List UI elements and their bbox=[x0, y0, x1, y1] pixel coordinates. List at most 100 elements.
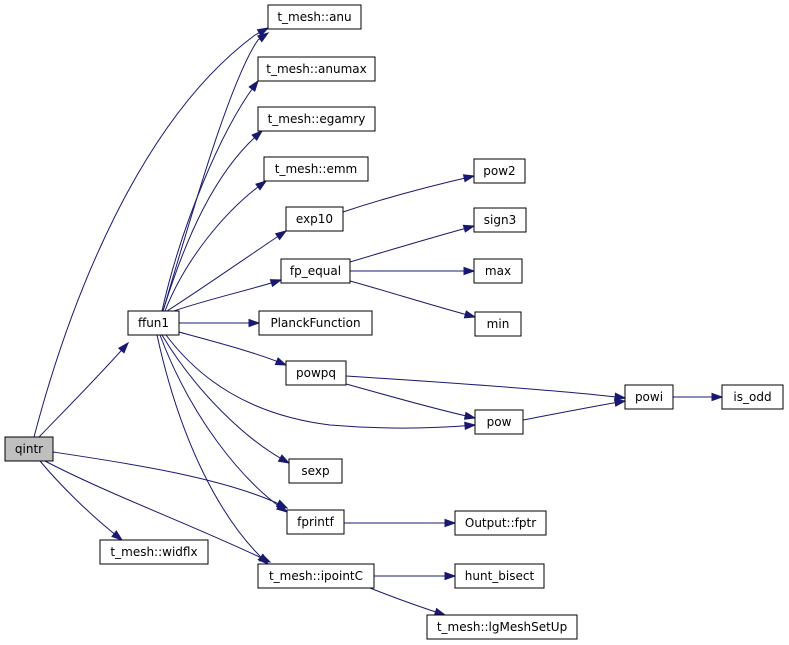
node-sign3[interactable]: sign3 bbox=[473, 207, 527, 233]
node-anumax[interactable]: t_mesh::anumax bbox=[257, 56, 376, 82]
node-lgmeshsetup[interactable]: t_mesh::lgMeshSetUp bbox=[426, 614, 578, 640]
node-box[interactable] bbox=[99, 539, 209, 565]
arrowhead bbox=[248, 79, 259, 92]
edge-line bbox=[156, 334, 269, 565]
node-fprintf[interactable]: fprintf bbox=[286, 509, 345, 535]
arrowhead bbox=[111, 530, 124, 541]
node-box[interactable] bbox=[257, 106, 376, 132]
edge-line bbox=[33, 27, 269, 438]
node-hunt-bisect[interactable]: hunt_bisect bbox=[454, 563, 545, 589]
edge-line bbox=[161, 334, 290, 464]
node-box[interactable] bbox=[285, 360, 347, 386]
node-label: pow2 bbox=[483, 164, 515, 178]
node-ipointc[interactable]: t_mesh::ipointC bbox=[257, 563, 375, 589]
edge-line bbox=[178, 331, 287, 366]
node-planck[interactable]: PlanckFunction bbox=[258, 310, 373, 336]
edge-fp_equal-to-sign3 bbox=[349, 224, 476, 263]
node-label: exp10 bbox=[296, 212, 333, 226]
node-label: t_mesh::lgMeshSetUp bbox=[437, 620, 567, 634]
node-box[interactable] bbox=[267, 4, 362, 30]
node-label: powpq bbox=[296, 366, 336, 380]
edges-layer bbox=[33, 27, 724, 616]
edge-ffun1-to-anu bbox=[162, 32, 270, 312]
node-box[interactable] bbox=[474, 311, 522, 337]
arrowhead bbox=[257, 553, 270, 566]
arrowhead bbox=[462, 224, 476, 233]
node-ffun1[interactable]: ffun1 bbox=[127, 310, 180, 336]
node-fptr[interactable]: Output::fptr bbox=[454, 510, 547, 536]
node-qintr[interactable]: qintr bbox=[4, 436, 54, 462]
node-widflx[interactable]: t_mesh::widflx bbox=[99, 539, 209, 565]
edge-powi-to-is_odd bbox=[673, 392, 724, 402]
node-fp-equal[interactable]: fp_equal bbox=[280, 258, 351, 284]
node-box[interactable] bbox=[473, 207, 527, 233]
node-pow2[interactable]: pow2 bbox=[473, 158, 526, 184]
nodes-layer: qintr ffun1 t_mesh::anut_mesh::anumaxt_mes… bbox=[4, 4, 784, 640]
node-box[interactable] bbox=[473, 158, 526, 184]
node-box[interactable] bbox=[258, 310, 373, 336]
edge-line bbox=[162, 130, 263, 312]
node-label: Output::fptr bbox=[465, 516, 536, 530]
node-box[interactable] bbox=[624, 384, 674, 410]
node-pow[interactable]: pow bbox=[474, 409, 524, 435]
node-box[interactable] bbox=[474, 409, 524, 435]
node-label: min bbox=[487, 317, 510, 331]
node-box[interactable] bbox=[257, 56, 376, 82]
arrowhead bbox=[274, 230, 288, 241]
node-box[interactable] bbox=[257, 563, 375, 589]
edge-ffun1-to-ipointC bbox=[156, 334, 270, 566]
edge-line bbox=[369, 587, 446, 616]
node-emm[interactable]: t_mesh::emm bbox=[263, 156, 369, 182]
arrowhead bbox=[462, 174, 476, 183]
node-box[interactable] bbox=[4, 436, 54, 462]
arrowhead bbox=[463, 310, 477, 319]
node-exp10[interactable]: exp10 bbox=[285, 206, 344, 232]
node-box[interactable] bbox=[473, 258, 523, 284]
node-label: max bbox=[485, 264, 511, 278]
node-max[interactable]: max bbox=[473, 258, 523, 284]
node-box[interactable] bbox=[263, 156, 369, 182]
node-label: sign3 bbox=[484, 213, 516, 227]
node-box[interactable] bbox=[454, 510, 547, 536]
edge-line bbox=[349, 225, 475, 263]
node-anu[interactable]: t_mesh::anu bbox=[267, 4, 362, 30]
arrowhead bbox=[251, 130, 264, 142]
node-box[interactable] bbox=[285, 206, 344, 232]
edge-fp_equal-to-max bbox=[350, 266, 476, 276]
node-label: sexp bbox=[301, 464, 329, 478]
arrowhead bbox=[275, 502, 289, 513]
arrowhead bbox=[255, 180, 268, 191]
edge-qintr-to-ffun1 bbox=[38, 341, 130, 438]
node-box[interactable] bbox=[280, 258, 351, 284]
edge-line bbox=[166, 230, 287, 312]
node-sexp[interactable]: sexp bbox=[288, 458, 343, 484]
node-egamry[interactable]: t_mesh::egamry bbox=[257, 106, 376, 132]
node-powi[interactable]: powi bbox=[624, 384, 674, 410]
node-box[interactable] bbox=[286, 509, 345, 535]
edge-line bbox=[161, 80, 259, 312]
node-powpq[interactable]: powpq bbox=[285, 360, 347, 386]
node-box[interactable] bbox=[454, 563, 545, 589]
node-box[interactable] bbox=[127, 310, 180, 336]
node-label: powi bbox=[635, 390, 663, 404]
edge-ffun1-to-planck bbox=[179, 318, 261, 328]
edge-fprintf-to-fptr bbox=[344, 518, 457, 528]
edge-exp10-to-pow2 bbox=[342, 174, 476, 213]
arrowhead bbox=[256, 27, 270, 37]
node-box[interactable] bbox=[288, 458, 343, 484]
edge-line bbox=[164, 180, 267, 312]
node-box[interactable] bbox=[721, 384, 784, 410]
arrowhead bbox=[444, 571, 457, 581]
edge-ffun1-to-emm bbox=[164, 180, 268, 312]
arrowhead bbox=[256, 32, 270, 43]
arrowhead bbox=[277, 454, 291, 464]
node-box[interactable] bbox=[426, 614, 578, 640]
edge-qintr-to-fprintf bbox=[52, 451, 289, 509]
node-label: t_mesh::anu bbox=[277, 10, 351, 24]
edge-ffun1-to-exp10 bbox=[166, 230, 288, 312]
node-is-odd[interactable]: is_odd bbox=[721, 384, 784, 410]
node-min[interactable]: min bbox=[474, 311, 522, 337]
edge-fp_equal-to-min bbox=[349, 280, 477, 319]
edge-ffun1-to-powpq bbox=[178, 331, 288, 366]
edge-line bbox=[39, 460, 123, 541]
